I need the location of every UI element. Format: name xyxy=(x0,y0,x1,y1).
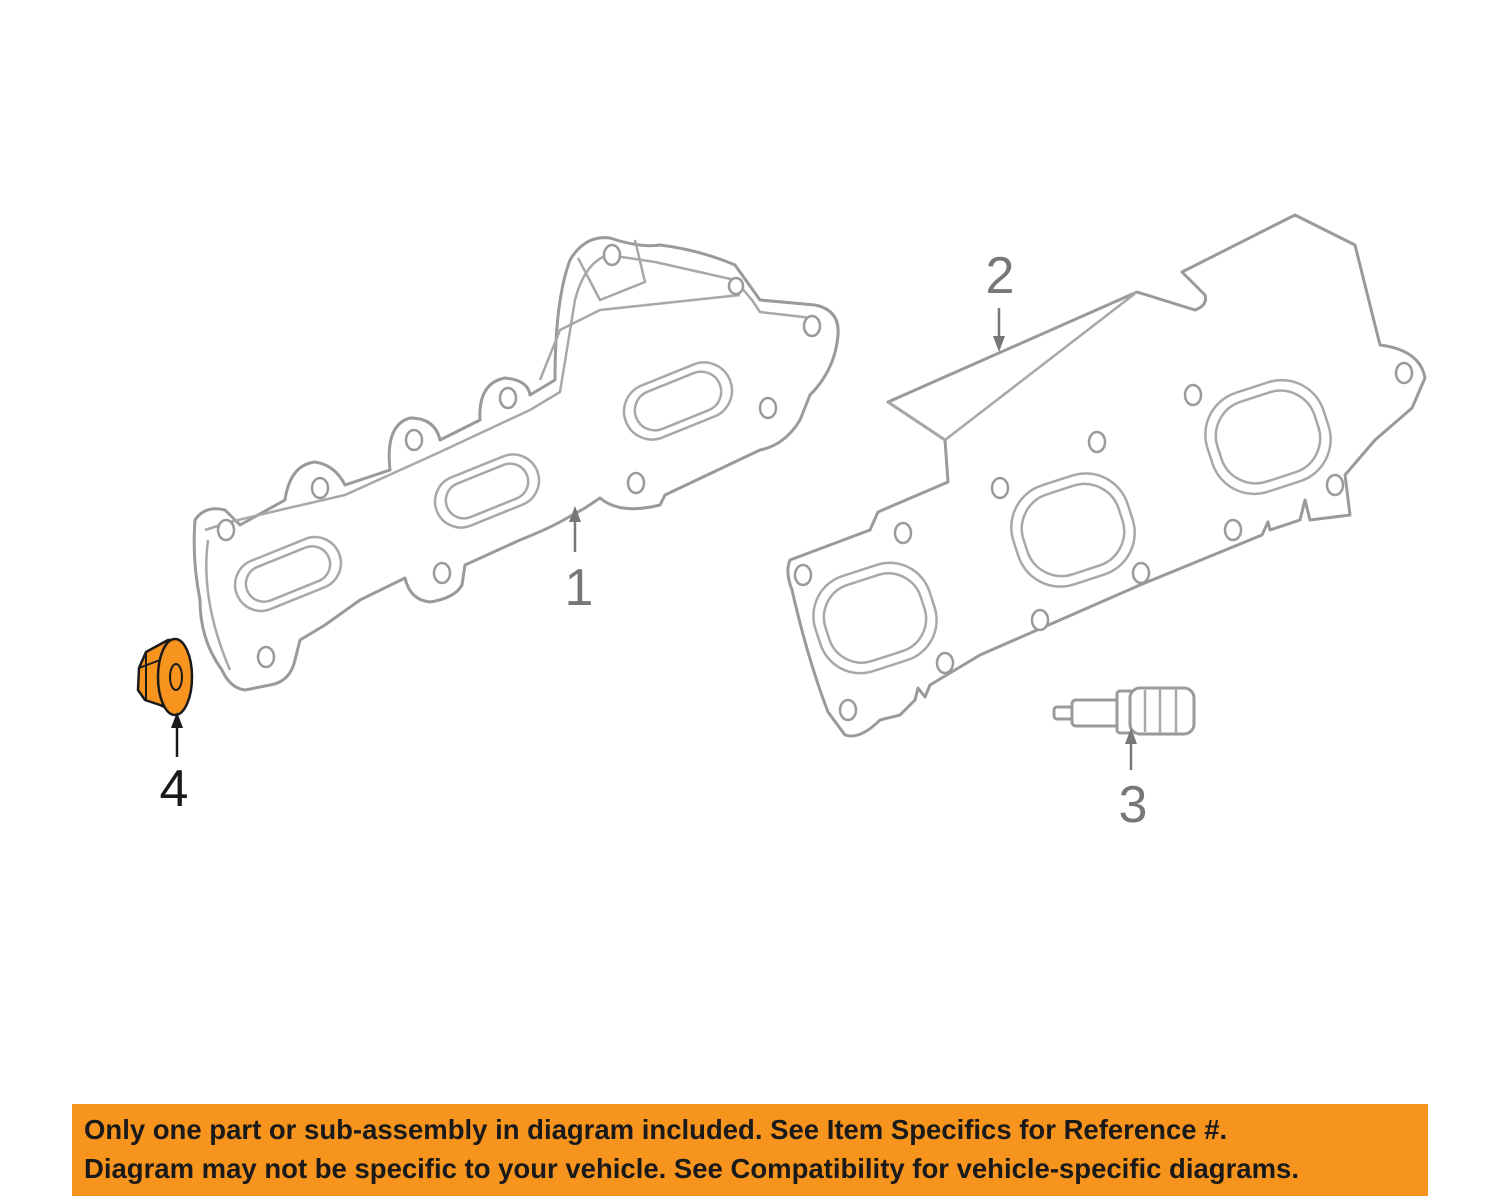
disclaimer-line-1: Only one part or sub-assembly in diagram… xyxy=(84,1114,1228,1145)
callout-number-1: 1 xyxy=(565,559,594,617)
part-3-stud[interactable] xyxy=(1052,686,1196,736)
callout-leader-2 xyxy=(993,308,1005,352)
disclaimer-line-2: Diagram may not be specific to your vehi… xyxy=(84,1153,1299,1184)
part-2-manifold-gasket[interactable] xyxy=(786,213,1427,738)
part-1-exhaust-manifold[interactable] xyxy=(192,236,840,692)
exploded-parts-diagram: 1 2 3 4 xyxy=(136,213,1427,834)
callout-leader-1 xyxy=(569,506,581,552)
part-4-nut[interactable] xyxy=(136,637,194,717)
callout-number-3: 3 xyxy=(1119,776,1148,834)
callout-number-2: 2 xyxy=(986,247,1015,305)
disclaimer-banner: Only one part or sub-assembly in diagram… xyxy=(72,1104,1428,1196)
callout-number-4: 4 xyxy=(160,760,189,818)
callout-leader-3 xyxy=(1125,728,1137,770)
callout-leader-4 xyxy=(171,712,183,757)
